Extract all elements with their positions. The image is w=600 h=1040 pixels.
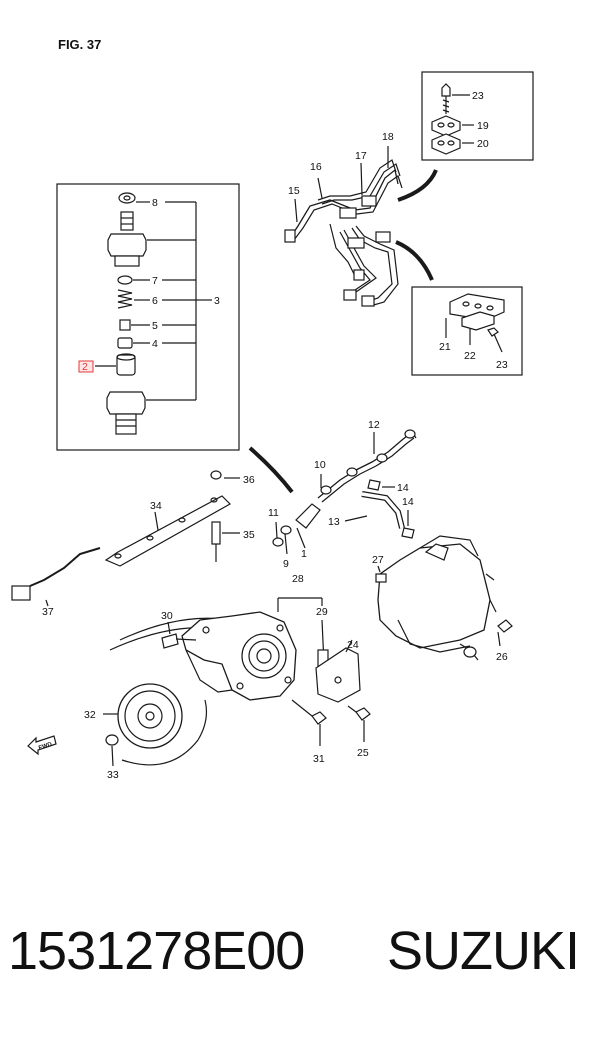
clamp-pointer-lower [395,240,434,281]
injector-detail-box [56,183,240,451]
part-19-clamp [431,115,461,137]
part-14-clamp-upper [367,479,381,491]
part-37-harness [29,547,101,587]
injector-stem [120,211,134,231]
callout-2[interactable]: 2 [82,361,88,373]
callout-14-lower[interactable]: 14 [402,496,414,508]
part-14-clamp-lower [401,527,415,539]
callout-17[interactable]: 17 [355,150,367,162]
part-5-pin [119,319,131,331]
parts-diagram: FIG. 37 [11,37,534,781]
part-28-housing [181,611,297,701]
injector-holder [107,233,147,257]
part-8-nut [118,192,136,204]
part-25-bolt [355,707,371,721]
callout-4[interactable]: 4 [152,338,158,350]
callout-29[interactable]: 29 [316,606,328,618]
callout-8[interactable]: 8 [152,197,158,209]
callout-36[interactable]: 36 [243,474,255,486]
part-number-text: 1531278E00 [8,921,305,981]
callout-26[interactable]: 26 [496,651,508,663]
part-20-clamp [431,133,461,155]
clamp-box-upper [421,71,534,161]
callout-16[interactable]: 16 [310,161,322,173]
callout-10[interactable]: 10 [314,459,326,471]
callout-11[interactable]: 11 [268,507,279,519]
callout-7[interactable]: 7 [152,275,158,287]
part-30-bolt [161,633,179,649]
part-26-bolt [497,619,513,633]
callout-23-lower[interactable]: 23 [496,359,508,371]
part-2-nozzle [116,354,136,376]
part-33-nut [105,734,119,746]
callout-33[interactable]: 33 [107,769,119,781]
footer [0,865,600,1040]
clamp-pointer-upper [397,169,438,202]
part-23-bolt [441,83,451,97]
figure-label: FIG. 37 [58,37,101,52]
callout-15[interactable]: 15 [288,185,300,197]
callout-6[interactable]: 6 [152,295,158,307]
part-7-washer [117,275,133,285]
callout-28[interactable]: 28 [292,573,304,585]
callout-1[interactable]: 1 [301,548,307,560]
part-35-glow-plug [211,521,221,545]
detail-pointer [248,446,294,494]
brand-text: SUZUKI [387,921,580,981]
callout-22[interactable]: 22 [464,350,476,362]
part-24-bracket [315,647,361,703]
callout-5[interactable]: 5 [152,320,158,332]
callout-9[interactable]: 9 [283,558,289,570]
part-32-pulley [117,683,183,749]
callout-labels: 8 7 6 3 5 4 2 23 19 20 18 17 16 15 21 22… [42,90,508,781]
callout-18[interactable]: 18 [382,131,394,143]
callout-30[interactable]: 30 [161,610,173,622]
callout-24[interactable]: 24 [347,639,359,651]
callout-12[interactable]: 12 [368,419,380,431]
part-27-fitting [375,573,387,583]
nozzle-retaining-nut [106,391,146,415]
fwd-arrow-icon [27,735,57,756]
part-6-spring [117,289,133,309]
part-9-washer [280,525,292,535]
part-36-nut [210,470,222,480]
return-pipe [317,429,417,503]
fwd-label: FWD [38,741,53,751]
callout-35[interactable]: 35 [243,529,255,541]
callout-27[interactable]: 27 [372,554,384,566]
part-21-clamp [461,311,495,331]
injection-pump [377,535,497,661]
callout-3[interactable]: 3 [214,295,220,307]
clamp-box-lower [411,286,523,376]
part-34-busbar [104,495,231,567]
part-23-bolt-lower [487,327,499,337]
callout-37[interactable]: 37 [42,606,54,618]
callout-19[interactable]: 19 [477,120,489,132]
callout-23-upper[interactable]: 23 [472,90,484,102]
callout-13[interactable]: 13 [328,516,340,528]
callout-25[interactable]: 25 [357,747,369,759]
part-1-injector [295,503,321,529]
part-11-washer [272,537,284,547]
callout-20[interactable]: 20 [477,138,489,150]
callout-14-upper[interactable]: 14 [397,482,409,494]
callout-34[interactable]: 34 [150,500,162,512]
part-4-spacer [117,337,133,349]
part-22-clamp [449,293,505,321]
injection-pipes [284,159,403,307]
callout-32[interactable]: 32 [84,709,96,721]
part-2-highlight[interactable] [78,360,94,373]
part-31-bolt [311,711,327,725]
callout-31[interactable]: 31 [313,753,325,765]
callout-21[interactable]: 21 [439,341,451,353]
diagram-svg: FIG. 37 [11,37,534,781]
